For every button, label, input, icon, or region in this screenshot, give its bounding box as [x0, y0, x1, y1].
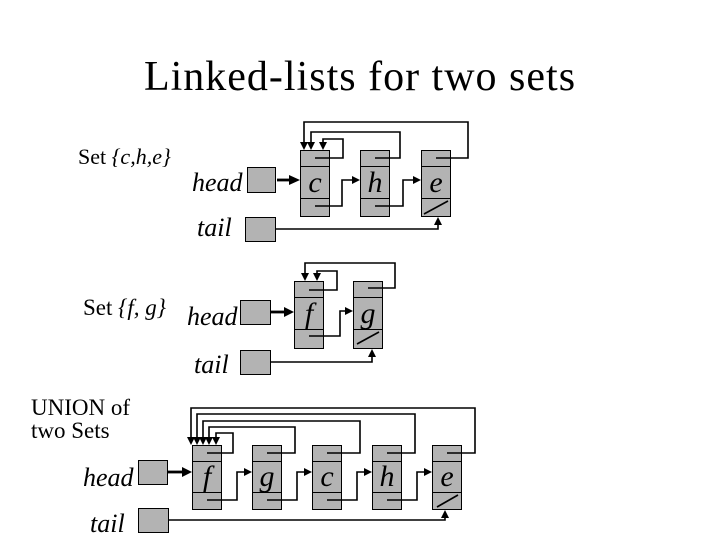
union-node-f: f — [192, 445, 222, 510]
node-letter: h — [379, 460, 395, 493]
back-pointer-cell — [361, 151, 389, 167]
value-cell: e — [422, 167, 450, 199]
value-cell: f — [295, 298, 323, 330]
node-letter: f — [304, 296, 314, 330]
next-pointer-cell — [301, 199, 329, 216]
union-node-h: h — [372, 445, 402, 510]
node-letter: e — [440, 460, 454, 493]
set1-tail-label: tail — [197, 213, 232, 242]
next-pointer-cell — [193, 493, 221, 509]
next-pointer-cell — [354, 330, 382, 348]
set2-head-label: head — [187, 302, 238, 331]
back-pointer-cell — [295, 282, 323, 298]
next-pointer-cell — [253, 493, 281, 509]
page-title: Linked-lists for two sets — [143, 54, 577, 100]
union-tail-arrow — [169, 510, 449, 521]
set1-head-box — [247, 167, 276, 193]
set2-tail-label: tail — [194, 350, 229, 379]
set2-node-g: g — [353, 281, 383, 349]
value-cell: e — [433, 462, 461, 493]
node-letter: g — [360, 296, 376, 330]
union-node-g: g — [252, 445, 282, 510]
back-pointer-cell — [354, 282, 382, 298]
value-cell: g — [354, 298, 382, 330]
union-node-e: e — [432, 445, 462, 510]
union-tail-label: tail — [90, 509, 125, 538]
set1-tail-box — [245, 217, 276, 242]
next-pointer-cell — [295, 330, 323, 348]
set2-head-arrow — [271, 307, 294, 317]
node-letter: f — [202, 460, 212, 493]
union-head-label: head — [83, 463, 134, 492]
node-letter: e — [429, 165, 443, 199]
back-pointer-cell — [193, 446, 221, 462]
set2-tail-box — [240, 350, 271, 375]
node-letter: h — [367, 165, 383, 199]
set2-tail-arrow — [271, 349, 376, 363]
back-pointer-cell — [313, 446, 341, 462]
set1-head-label: head — [192, 168, 243, 197]
union-node-c: c — [312, 445, 342, 510]
set1-label: Set {c,h,e} — [78, 144, 171, 170]
set1-label-items: {c,h,e} — [111, 144, 171, 169]
set2-node-f: f — [294, 281, 324, 349]
set2-label: Set {f, g} — [83, 295, 166, 321]
next-pointer-cell — [422, 199, 450, 216]
set2-label-word: Set — [83, 295, 113, 320]
set2-head-box — [240, 300, 271, 325]
set1-label-word: Set — [78, 144, 107, 169]
value-cell: g — [253, 462, 281, 493]
back-pointer-cell — [422, 151, 450, 167]
set2-label-items: {f, g} — [118, 295, 166, 320]
back-pointer-cell — [373, 446, 401, 462]
next-pointer-cell — [313, 493, 341, 509]
node-letter: g — [259, 460, 275, 493]
set1-head-arrow — [277, 175, 300, 185]
set1-node-e: e — [421, 150, 451, 217]
set1-node-h: h — [360, 150, 390, 217]
value-cell: c — [313, 462, 341, 493]
value-cell: h — [373, 462, 401, 493]
back-pointer-cell — [301, 151, 329, 167]
next-pointer-cell — [373, 493, 401, 509]
node-letter: c — [308, 165, 322, 199]
union-head-arrow — [168, 467, 192, 477]
node-letter: c — [320, 460, 334, 493]
value-cell: c — [301, 167, 329, 199]
set1-node-c: c — [300, 150, 330, 217]
union-label: UNION of two Sets — [31, 396, 130, 442]
next-pointer-cell — [433, 493, 461, 509]
union-label-line1: UNION of — [31, 395, 131, 420]
value-cell: h — [361, 167, 389, 199]
back-pointer-cell — [253, 446, 281, 462]
value-cell: f — [193, 462, 221, 493]
next-pointer-cell — [361, 199, 389, 216]
back-pointer-cell — [433, 446, 461, 462]
union-tail-box — [138, 508, 169, 533]
union-head-box — [138, 460, 168, 485]
union-label-line2: two Sets — [31, 418, 110, 443]
set1-tail-arrow — [276, 217, 442, 230]
